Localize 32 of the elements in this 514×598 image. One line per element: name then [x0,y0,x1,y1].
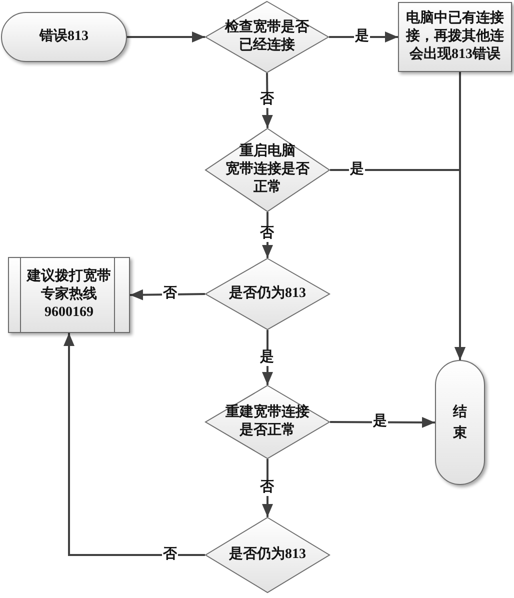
edge-label: 否 [259,226,275,242]
edge-label: 是 [259,350,275,366]
flow-arrow [330,169,466,360]
predefined-process-box [8,257,130,333]
edge-label: 否 [259,92,275,108]
process-box [398,2,512,72]
flow-arrow [330,416,435,428]
edge-label: 否 [259,480,275,496]
decision-text: 是否仍为813 [229,284,306,303]
edge-label: 否 [162,547,178,563]
edge-label: 是 [354,29,370,45]
step-text: 建议拨打宽带专家热线9600169 [27,268,111,322]
decision-text: 重建宽带连接是否正常 [226,404,310,440]
flow-arrow [127,32,205,42]
edge-label: 否 [162,286,178,302]
terminal-text: 结束 [453,403,467,442]
decision-diamond [205,517,330,593]
start-terminal [1,12,127,62]
end-terminal [435,360,485,485]
decision-text: 重启电脑宽带连接是否正常 [226,142,310,198]
decision-text: 检查宽带是否已经连接 [225,18,309,55]
decision-diamond [205,128,330,212]
step-text: 电脑中已有连接接，再拨其他连会出现813错误 [406,10,504,64]
flow-arrow [64,333,205,556]
decision-diamond [205,258,330,330]
decision-text: 是否仍为813 [229,546,306,564]
edge-label: 是 [372,414,388,430]
terminal-text: 错误813 [40,28,88,46]
edge-label: 是 [349,162,365,178]
decision-diamond [205,1,329,73]
decision-diamond [205,385,330,459]
flow-arrow [329,32,398,42]
